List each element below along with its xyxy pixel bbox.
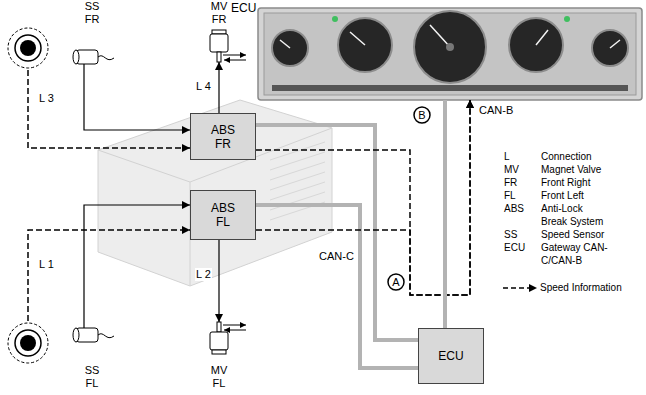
legend-abbreviation: ABS <box>503 202 525 215</box>
legend-meaning: Front Right <box>540 176 591 189</box>
connection-label: L 2 <box>195 268 212 281</box>
legend-text: Speed Information <box>540 281 622 294</box>
connection-label: L 1 <box>38 258 55 271</box>
legend-abbreviation: SS <box>503 228 518 241</box>
can-bus-line <box>443 100 447 328</box>
speed-info-line <box>256 100 470 295</box>
instrument-cluster-picture <box>258 8 642 100</box>
connection-label: L 3 <box>38 92 55 105</box>
node-label: ABS FL <box>205 201 241 229</box>
wheel-picture <box>8 28 48 363</box>
abs-control-unit: ABS FR <box>190 113 256 160</box>
node-label: B <box>418 106 425 124</box>
speed-info-line <box>256 100 470 295</box>
abs-unit-picture <box>98 100 332 286</box>
bus-name: CAN-B <box>478 104 514 117</box>
legend-meaning: Front Left <box>540 189 585 202</box>
speed-sensor-picture <box>73 50 114 342</box>
legend-abbreviation: FL <box>503 189 517 202</box>
valve-connection <box>218 240 219 322</box>
legend-meaning: Gateway CAN-C/CAN-B <box>540 241 622 267</box>
arrowhead-sample <box>529 284 537 292</box>
reference-marker: A <box>387 273 405 291</box>
legend-abbreviation: FR <box>503 176 518 189</box>
node-label: MV FR <box>207 0 231 26</box>
legend-abbreviation: MV <box>503 163 520 176</box>
dashed-line-sample <box>503 287 530 289</box>
speed-sensor: SS FL <box>72 328 112 390</box>
marker-outline <box>414 107 430 123</box>
legend-abbreviation: ECU <box>503 241 526 254</box>
node-label: ECU <box>438 349 463 363</box>
legend-row: Speed Information <box>503 281 622 294</box>
node-label: A <box>392 273 399 291</box>
abs-control-unit: ABS FL <box>190 190 256 240</box>
legend-abbreviation: L <box>503 150 511 163</box>
can-bus-line <box>256 125 418 340</box>
sensor-connection <box>84 64 190 130</box>
speed-sensor: SS FR <box>72 0 112 64</box>
marker-outline <box>388 274 404 290</box>
sensor-connection <box>84 205 190 328</box>
reference-marker: B <box>413 106 431 124</box>
valve-connection <box>218 62 219 113</box>
instrument-cluster: ECU <box>258 8 642 100</box>
legend-meaning: Speed Sensor <box>540 228 605 241</box>
magnet-valve: MV FL <box>196 322 242 390</box>
legend-meaning: Anti-Lock Break System <box>540 202 608 228</box>
node-heading: ECU <box>231 2 256 15</box>
bus-name: CAN-C <box>318 250 355 263</box>
legend-meaning: Connection <box>540 150 593 163</box>
legend-sample <box>503 283 537 293</box>
wheel-speed-line <box>28 70 190 321</box>
gateway-box: ECU <box>418 328 484 384</box>
node-label: MV FL <box>207 364 231 390</box>
node-label: ABS FR <box>205 123 241 151</box>
node-label: SS FR <box>80 0 104 26</box>
connection-label: L 4 <box>195 80 212 93</box>
node-label: SS FL <box>80 364 104 390</box>
legend-meaning: Magnet Valve <box>540 163 602 176</box>
